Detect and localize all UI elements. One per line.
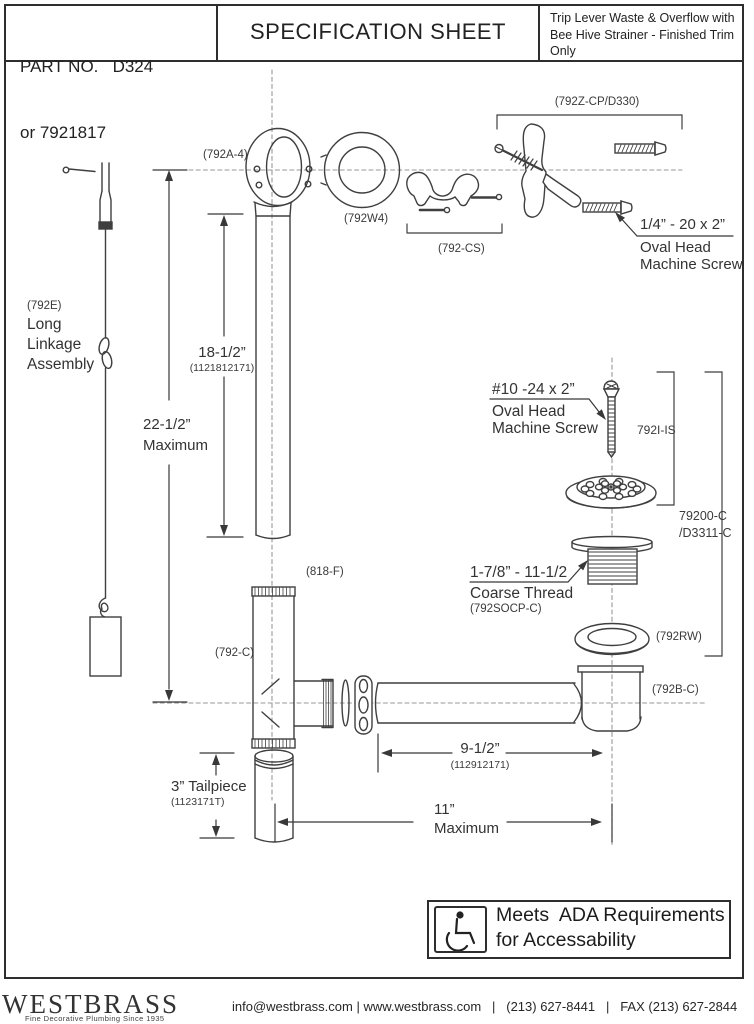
part-label-792rw: (792RW) — [656, 631, 702, 643]
dimension-18-half-code: (1121812171) — [189, 362, 255, 374]
ada-text-line1: Meets ADA Requirements — [496, 904, 725, 926]
part-label-792cs: (792-CS) — [438, 243, 485, 255]
part-label-792a4: (792A-4) — [203, 149, 248, 161]
part-number-cell: PART NO. D324 or 7921817 — [4, 4, 216, 142]
dimension-22-half-max: 22-1/2” Maximum — [143, 416, 209, 454]
ada-icon-box — [434, 906, 487, 953]
product-description-cell: Trip Lever Waste & Overflow with Bee Hiv… — [540, 4, 744, 60]
sheet-border — [4, 4, 744, 979]
linkage-assembly-drawing — [62, 162, 122, 677]
dimension-arrowheads — [165, 170, 625, 837]
part-label-792bc: (792B-C) — [652, 684, 699, 696]
part-label-792c: (792-C) — [215, 647, 254, 659]
dimension-lines — [152, 169, 734, 843]
header: PART NO. D324 or 7921817 SPECIFICATION S… — [4, 4, 744, 142]
dimension-18-half: 18-1/2” — [198, 344, 246, 361]
cover-strap-drawing — [406, 171, 503, 234]
part-number-line1: PART NO. D324 — [20, 57, 154, 76]
brand-tagline: Fine Decorative Plumbing Since 1935 — [25, 1014, 165, 1023]
note-thread-size: 1-7/8” - 11-1/2 — [470, 564, 568, 581]
strainer-screw-drawing — [602, 380, 621, 459]
note-thread-type: Coarse Thread — [470, 585, 574, 602]
dimension-3-tailpiece: 3” Tailpiece — [171, 778, 247, 795]
page-title: SPECIFICATION SHEET — [249, 19, 506, 44]
note-quarter-screw-size: 1/4” - 20 x 2” — [640, 216, 726, 233]
dimension-11-value: 11” — [434, 801, 455, 818]
part-label-79200c: 79200-C /D3311-C — [679, 509, 732, 540]
ada-text-line2: for Accessability — [496, 929, 636, 951]
waste-arm-drawing — [374, 665, 644, 732]
slip-nut-drawing — [341, 675, 373, 735]
part-number-line2: or 7921817 — [20, 123, 107, 142]
reference-brackets — [656, 371, 723, 657]
note-10-screw-size: #10 -24 x 2” — [492, 381, 575, 398]
note-10-screw-head: Oval Head — [492, 403, 566, 420]
part-label-792socp: (792SOCP-C) — [470, 603, 542, 615]
tailpiece-drawing — [254, 749, 294, 843]
dimension-9-half: 9-1/2” — [460, 740, 500, 757]
part-label-818f: (818-F) — [306, 566, 344, 578]
part-label-792e: (792E) — [27, 300, 62, 312]
trip-lever-kit-drawing — [494, 114, 683, 218]
part-label-linkage-name: Long Linkage Assembly — [27, 316, 95, 373]
ada-badge — [427, 900, 731, 959]
beehive-strainer-drawing — [565, 475, 657, 509]
rubber-washer-drawing — [574, 622, 650, 656]
drain-shoe-drawing — [571, 535, 653, 585]
note-quarter-screw-type: Machine Screw — [640, 256, 743, 273]
part-label-792i-is: 792I-IS — [637, 423, 676, 437]
dimension-11-max: Maximum — [434, 820, 500, 837]
note-quarter-screw-head: Oval Head — [640, 239, 711, 256]
part-label-792z-cp: (792Z-CP/D330) — [554, 96, 640, 108]
product-description: Trip Lever Waste & Overflow with Bee Hiv… — [550, 11, 735, 58]
sheet-title-cell: SPECIFICATION SHEET — [216, 4, 540, 60]
dimension-3-tailpiece-code: (1123171T) — [171, 796, 225, 808]
wheelchair-icon — [445, 911, 476, 952]
dimension-9-half-code: (112912171) — [450, 759, 510, 771]
note-10-screw-type: Machine Screw — [492, 420, 598, 437]
brand-logo: WESTBRASS — [2, 989, 180, 1019]
overflow-elbow-drawing — [245, 127, 313, 540]
footer-contact: info@westbrass.com | www.westbrass.com |… — [232, 999, 738, 1014]
waste-tee-drawing — [251, 586, 334, 749]
face-plate-drawing — [320, 131, 401, 209]
part-label-792w4: (792W4) — [344, 213, 389, 225]
